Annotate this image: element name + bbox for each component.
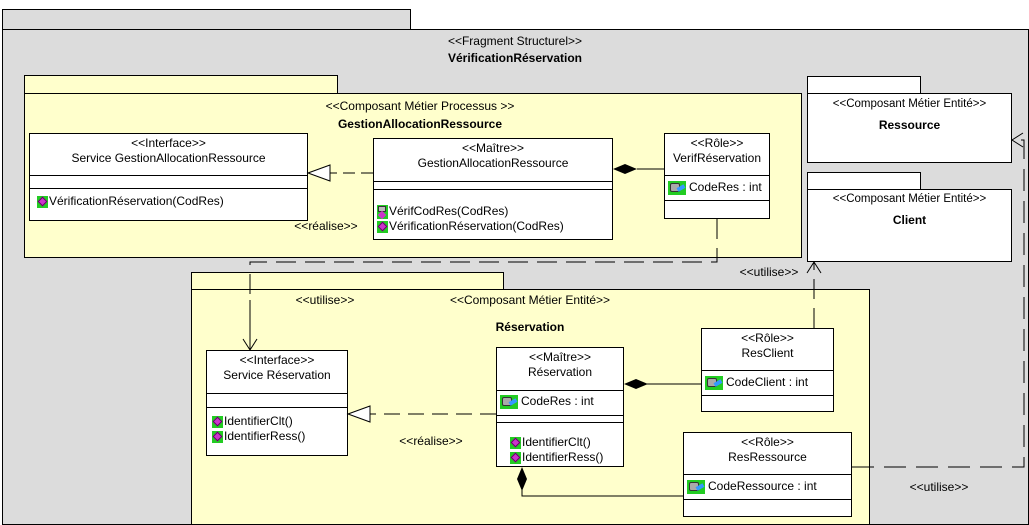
interface-service-gestion-class[interactable]: <<Interface>> Service GestionAllocationR… [29,133,308,221]
role-verifreservation-class[interactable]: <<Rôle>> VerifRéservation CodeRes : int [664,133,770,219]
role-name: VerifRéservation [672,151,762,165]
maitre-name: GestionAllocationRessource [417,156,569,170]
operation-icon [510,451,521,464]
operation-row: IdentifierRess() [510,450,623,465]
attribute-row: CodeRessource : int [687,479,851,494]
realise-label-reservation: <<réalise>> [399,434,463,448]
attribute-icon [705,375,723,390]
operation-row: VérifCodRes(CodRes) [377,204,612,219]
attribute-label: CodeClient : int [726,375,809,389]
maitre-reservation-class[interactable]: <<Maître>> Réservation CodeRes : int Ide… [496,347,624,467]
role-stereotype: <<Rôle>> [741,435,794,449]
operation-row: IdentifierClt() [212,414,347,429]
attribute-row: CodeClient : int [705,375,833,390]
role-stereotype: <<Rôle>> [690,136,744,150]
attribute-icon [687,479,705,494]
interface-stereotype: <<Interface>> [131,136,206,150]
client-package-tab [807,172,921,190]
operation-label: VérificationRéservation(CodRes) [49,194,224,208]
maitre-stereotype: <<Maître>> [528,350,592,364]
attribute-label: CodeRes : int [689,180,762,194]
utilise-label-client: <<utilise>> [739,265,799,279]
interface-name: Service Réservation [223,368,331,382]
realise-label-gestion: <<réalise>> [294,219,358,233]
operation-label: IdentifierRess() [522,450,604,464]
operation-row: VérificationRéservation(CodRes) [37,194,307,209]
operation-label: IdentifierRess() [224,429,306,443]
gestion-package-title: GestionAllocationRessource [337,117,503,131]
interface-stereotype: <<Interface>> [239,353,315,367]
gestion-package-tab [24,75,338,94]
attribute-label: CodeRes : int [521,394,594,408]
fragment-package-tab [2,9,411,30]
operation-icon [212,415,223,428]
operation-icon [377,220,388,233]
protected-operation-icon [377,204,388,219]
operation-row: IdentifierRess() [212,429,347,444]
fragment-title: VérificationRéservation [447,51,583,65]
client-package-stereotype: <<Composant Métier Entité>> [832,193,987,205]
operation-row: VérificationRéservation(CodRes) [377,219,612,234]
operation-label: IdentifierClt() [224,414,293,428]
role-resclient-class[interactable]: <<Rôle>> ResClient CodeClient : int [701,328,834,412]
interface-name: Service GestionAllocationRessource [71,151,266,165]
ressource-package-tab [807,76,921,94]
attribute-icon [668,180,686,195]
attribute-label: CodeRessource : int [708,479,817,493]
attribute-row: CodeRes : int [500,394,623,409]
attribute-row: CodeRes : int [668,180,769,195]
operation-icon [510,436,521,449]
role-name: ResRessource [728,450,807,464]
interface-service-reservation-class[interactable]: <<Interface>> Service Réservation Identi… [206,350,348,456]
reservation-package-stereotype: <<Composant Métier Entité>> [449,293,611,307]
operation-label: VérifCodRes(CodRes) [389,204,509,218]
ressource-package-title: Ressource [878,118,941,132]
attribute-icon [500,394,518,409]
reservation-package-tab [191,272,504,290]
role-name: ResClient [741,346,794,360]
gestion-package-stereotype: <<Composant Métier Processus >> [325,99,515,113]
role-resressource-class[interactable]: <<Rôle>> ResRessource CodeRessource : in… [683,432,852,517]
maitre-name: Réservation [527,365,593,379]
reservation-package-title: Réservation [495,320,565,334]
operation-icon [212,430,223,443]
maitre-stereotype: <<Maître>> [461,141,525,155]
operation-row: IdentifierClt() [510,435,623,450]
operation-label: IdentifierClt() [522,435,591,449]
fragment-stereotype: <<Fragment Structurel>> [447,34,583,48]
ressource-package-stereotype: <<Composant Métier Entité>> [832,98,987,110]
maitre-gestion-class[interactable]: <<Maître>> GestionAllocationRessource Vé… [373,138,613,240]
client-package-title: Client [892,213,927,227]
utilise-label-ressource: <<utilise>> [909,480,969,494]
operation-icon [37,195,48,208]
role-stereotype: <<Rôle>> [741,331,794,345]
operation-label: VérificationRéservation(CodRes) [389,219,564,233]
utilise-label-reservation: <<utilise>> [295,293,355,307]
